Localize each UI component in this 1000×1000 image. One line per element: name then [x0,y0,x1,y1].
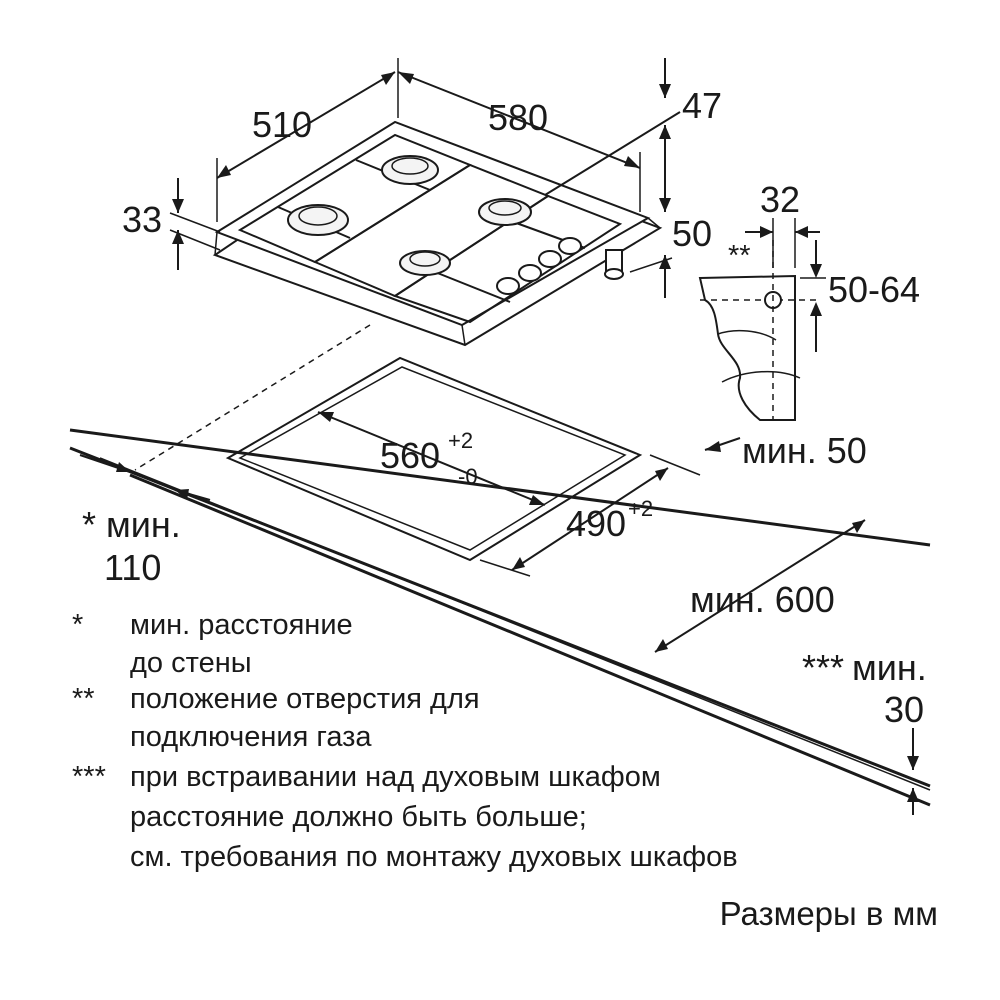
label-depth-min: мин. 600 [690,579,835,620]
label-hob-width: 580 [488,97,548,138]
burner-rear-right [478,198,532,226]
label-oven-min: мин. [852,647,927,688]
burner-rear-left [381,155,439,185]
dimension-labels: 510 580 47 33 50 32 ** 50-64 560 +2 -0 4… [82,85,927,730]
footnote-line: мин. расстояние [130,609,353,641]
label-oven-marker: *** [802,647,844,688]
units-caption: Размеры в мм [720,895,938,932]
label-frame-height: 33 [122,199,162,240]
burner-front-left [287,204,349,236]
label-gas-height: 50-64 [828,269,920,310]
label-rear-min: мин. 50 [742,430,867,471]
label-cutout-width-tol-minus: -0 [458,464,478,489]
label-wall-min-marker: * [82,504,96,545]
label-oven-min-value: 30 [884,689,924,730]
label-hob-depth: 510 [252,104,312,145]
label-cutout-depth: 490 [566,503,626,544]
label-wall-min-value: 110 [104,547,161,588]
label-glass-edge: 47 [682,85,722,126]
worktop-cutout [225,356,643,562]
footnote-line: до стены [130,647,252,679]
control-knobs [496,237,582,295]
gas-connection-detail [698,218,826,421]
label-gas-offset: 32 [760,179,800,220]
burners [287,155,532,276]
footnote-line: при встраивании над духовым шкафом [130,761,661,793]
footnote-marker: * [72,609,83,641]
gas-connector [604,249,624,280]
footnote-line: см. требования по монтажу духовых шкафов [130,841,738,873]
dimension-lines [79,58,914,815]
footnote-3: *** при встраивании над духовым шкафом р… [72,761,738,873]
label-total-height: 50 [672,213,712,254]
hob [212,120,663,347]
footnote-line: расстояние должно быть больше; [130,801,587,833]
burner-front-right [399,250,451,276]
footnote-line: подключения газа [130,721,372,753]
footnote-marker: ** [72,683,95,715]
label-gas-marker: ** [728,240,751,272]
label-cutout-width-tol-plus: +2 [448,428,473,453]
footnote-1: * мин. расстояние до стены [72,609,353,679]
footnote-marker: *** [72,761,106,793]
footnote-2: ** положение отверстия для подключения г… [72,683,480,753]
projection-line [134,324,371,471]
arrowheads [116,72,919,802]
label-wall-min: мин. [106,504,181,545]
label-cutout-depth-tol: +2 [628,496,653,521]
footnote-line: положение отверстия для [130,683,480,715]
footnotes: * мин. расстояние до стены ** положение … [72,609,738,873]
label-cutout-width: 560 [380,435,440,476]
